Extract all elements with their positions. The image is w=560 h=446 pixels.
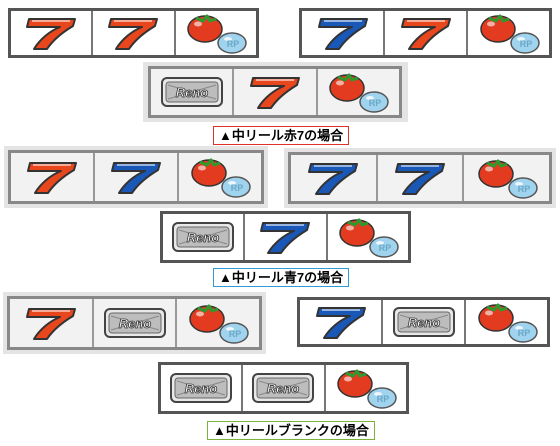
reel-cell: RP bbox=[177, 153, 261, 201]
reel-cell: Reno bbox=[151, 69, 232, 115]
reel-cell: RP bbox=[323, 365, 406, 411]
reel-cell bbox=[291, 155, 376, 201]
blue-seven-icon bbox=[317, 18, 368, 50]
red-seven-icon bbox=[108, 18, 159, 50]
tomato-rp-icon: RP bbox=[479, 14, 540, 54]
reno-logo-icon: Reno bbox=[103, 308, 166, 338]
reel-cell bbox=[300, 300, 381, 344]
reel-strip: Reno Reno RP bbox=[158, 362, 409, 414]
reel-cell: RP bbox=[173, 11, 256, 55]
reel-cell: Reno bbox=[161, 365, 241, 411]
caption-blue-seven: ▲中リール青7の場合 bbox=[213, 268, 350, 287]
svg-text:Reno: Reno bbox=[187, 230, 220, 245]
reel-cell: RP bbox=[315, 69, 399, 115]
tomato-rp-icon: RP bbox=[191, 158, 251, 198]
svg-text:RP: RP bbox=[227, 39, 240, 49]
reel-cell bbox=[11, 11, 91, 55]
reel-cell bbox=[10, 299, 92, 347]
svg-text:RP: RP bbox=[229, 329, 242, 339]
red-seven-icon bbox=[249, 77, 300, 109]
reel-strip: RP bbox=[299, 8, 552, 58]
svg-text:Reno: Reno bbox=[118, 316, 151, 331]
reel-strip: RP bbox=[8, 150, 264, 204]
blue-seven-icon bbox=[395, 163, 445, 195]
reel-strip: Reno RP bbox=[7, 296, 262, 350]
caption-blank: ▲中リールブランクの場合 bbox=[207, 421, 375, 440]
reel-cell: RP bbox=[462, 155, 549, 201]
reel-cell bbox=[302, 11, 383, 55]
reel-strip: Reno RP bbox=[297, 297, 550, 347]
red-seven-icon bbox=[27, 162, 77, 194]
svg-text:RP: RP bbox=[377, 394, 390, 404]
reel-cell: Reno bbox=[163, 214, 243, 260]
svg-text:Reno: Reno bbox=[267, 381, 300, 396]
svg-text:Reno: Reno bbox=[185, 381, 218, 396]
reno-logo-icon: Reno bbox=[160, 77, 223, 107]
tomato-rp-icon: RP bbox=[187, 14, 247, 54]
svg-text:RP: RP bbox=[379, 243, 392, 253]
reel-cell: RP bbox=[325, 214, 408, 260]
reel-cell: Reno bbox=[241, 365, 323, 411]
reel-cell: Reno bbox=[381, 300, 464, 344]
tomato-rp-icon: RP bbox=[339, 218, 399, 258]
reno-logo-icon: Reno bbox=[252, 373, 315, 403]
svg-text:Reno: Reno bbox=[407, 315, 440, 330]
tomato-rp-icon: RP bbox=[189, 304, 249, 344]
reel-cell bbox=[243, 214, 325, 260]
svg-text:RP: RP bbox=[519, 39, 532, 49]
reel-cell bbox=[11, 153, 93, 201]
reel-strip: Reno RP bbox=[160, 211, 411, 263]
blue-seven-icon bbox=[111, 162, 161, 194]
reel-cell: RP bbox=[464, 300, 547, 344]
svg-text:RP: RP bbox=[231, 183, 244, 193]
reel-strip: RP bbox=[288, 152, 552, 204]
reel-cell bbox=[232, 69, 315, 115]
tomato-rp-icon: RP bbox=[329, 73, 390, 113]
reno-logo-icon: Reno bbox=[170, 373, 233, 403]
reel-strip: RP bbox=[8, 8, 259, 58]
caption-red-seven: ▲中リール赤7の場合 bbox=[213, 126, 350, 145]
reel-cell bbox=[93, 153, 177, 201]
blue-seven-icon bbox=[260, 222, 311, 254]
reel-cell: RP bbox=[466, 11, 549, 55]
reno-logo-icon: Reno bbox=[172, 222, 235, 252]
svg-text:Reno: Reno bbox=[175, 85, 208, 100]
blue-seven-icon bbox=[315, 307, 366, 339]
svg-text:RP: RP bbox=[517, 184, 530, 194]
reel-cell: Reno bbox=[91, 299, 176, 347]
red-seven-icon bbox=[25, 308, 76, 340]
reel-cell bbox=[383, 11, 466, 55]
red-seven-icon bbox=[400, 18, 451, 50]
reel-strip: Reno RP bbox=[148, 66, 402, 118]
reel-cell bbox=[91, 11, 173, 55]
svg-text:RP: RP bbox=[517, 328, 530, 338]
reel-cell bbox=[375, 155, 463, 201]
reno-logo-icon: Reno bbox=[392, 307, 455, 337]
red-seven-icon bbox=[26, 18, 77, 50]
reel-cell: RP bbox=[175, 299, 259, 347]
tomato-rp-icon: RP bbox=[477, 303, 538, 343]
blue-seven-icon bbox=[308, 163, 359, 195]
svg-text:RP: RP bbox=[369, 98, 382, 108]
tomato-rp-icon: RP bbox=[337, 369, 397, 409]
tomato-rp-icon: RP bbox=[477, 159, 538, 199]
